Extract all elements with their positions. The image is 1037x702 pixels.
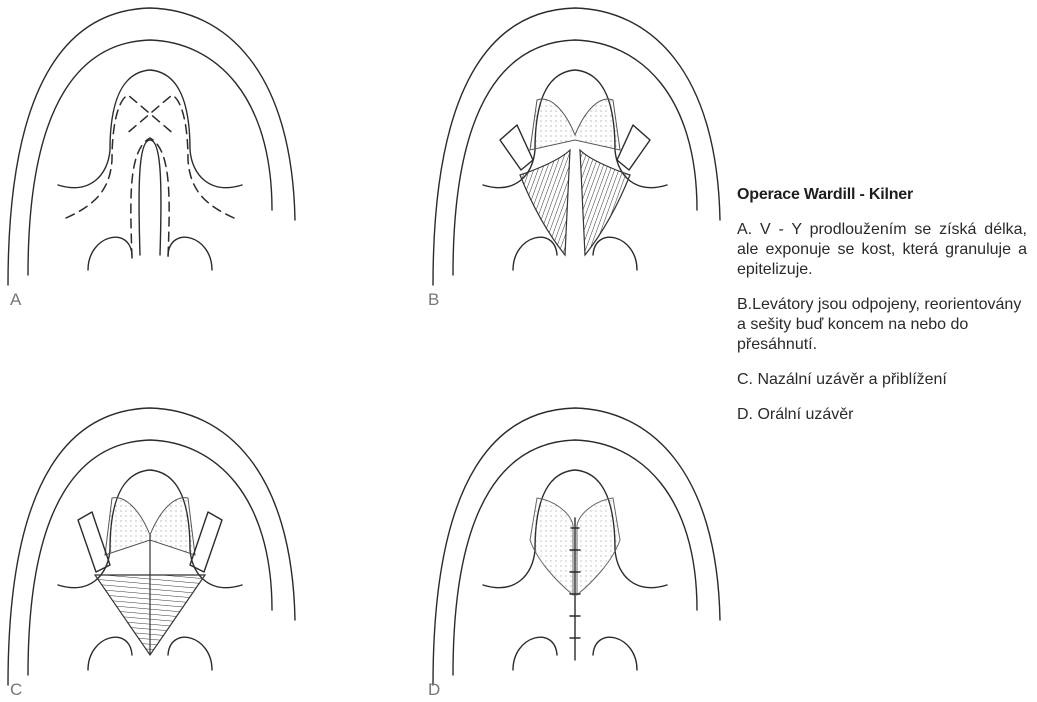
legend: Operace Wardill - Kilner A. V - Y prodlo…	[737, 186, 1027, 440]
panel-a-illustration	[0, 0, 310, 290]
panel-b-illustration	[425, 0, 735, 290]
panel-a-label: A	[10, 290, 21, 310]
tonsil-left	[513, 637, 557, 670]
palate-diagram-c	[0, 400, 310, 690]
panel-d-label: D	[428, 680, 440, 700]
flap-left	[530, 498, 573, 595]
legend-item-a: A. V - Y prodloužením se získá délka, al…	[737, 220, 1027, 280]
flap-right	[577, 498, 620, 595]
panel-c-label: C	[10, 680, 22, 700]
legend-item-b: B.Levátory jsou odpojeny, reorientovány …	[737, 295, 1027, 355]
legend-item-d: D. Orální uzávěr	[737, 405, 1027, 425]
tonsil-left	[513, 237, 557, 270]
incision-cleft	[131, 138, 169, 258]
legend-item-c: C. Nazální uzávěr a přiblížení	[737, 370, 1027, 390]
cleft-margin	[139, 140, 161, 255]
flap-left	[78, 512, 110, 572]
alveolar-ridge	[453, 40, 697, 275]
tonsil-right	[593, 637, 637, 670]
tonsil-left	[88, 637, 132, 670]
lip-outline	[433, 8, 720, 285]
levator-muscle-left	[520, 150, 570, 255]
tonsil-right	[168, 637, 212, 670]
tonsil-left	[88, 237, 132, 270]
palate-outline	[483, 70, 667, 188]
lip-outline	[8, 8, 295, 285]
palate-diagram-d	[425, 400, 735, 690]
palate-diagram-a	[0, 0, 310, 290]
levator-muscle-right	[580, 150, 630, 255]
flap-right	[190, 512, 222, 572]
flap-left	[500, 125, 533, 170]
alveolar-ridge	[28, 40, 272, 275]
panel-c-illustration	[0, 400, 310, 690]
panel-d-illustration	[425, 400, 735, 690]
palate-outline	[58, 70, 242, 188]
tonsil-right	[168, 237, 212, 270]
palate-diagram-b	[425, 0, 735, 290]
legend-title: Operace Wardill - Kilner	[737, 186, 1027, 204]
flap-right	[617, 125, 650, 170]
mucoperiosteal-flaps	[530, 99, 620, 150]
tonsil-right	[593, 237, 637, 270]
panel-b-label: B	[428, 290, 439, 310]
